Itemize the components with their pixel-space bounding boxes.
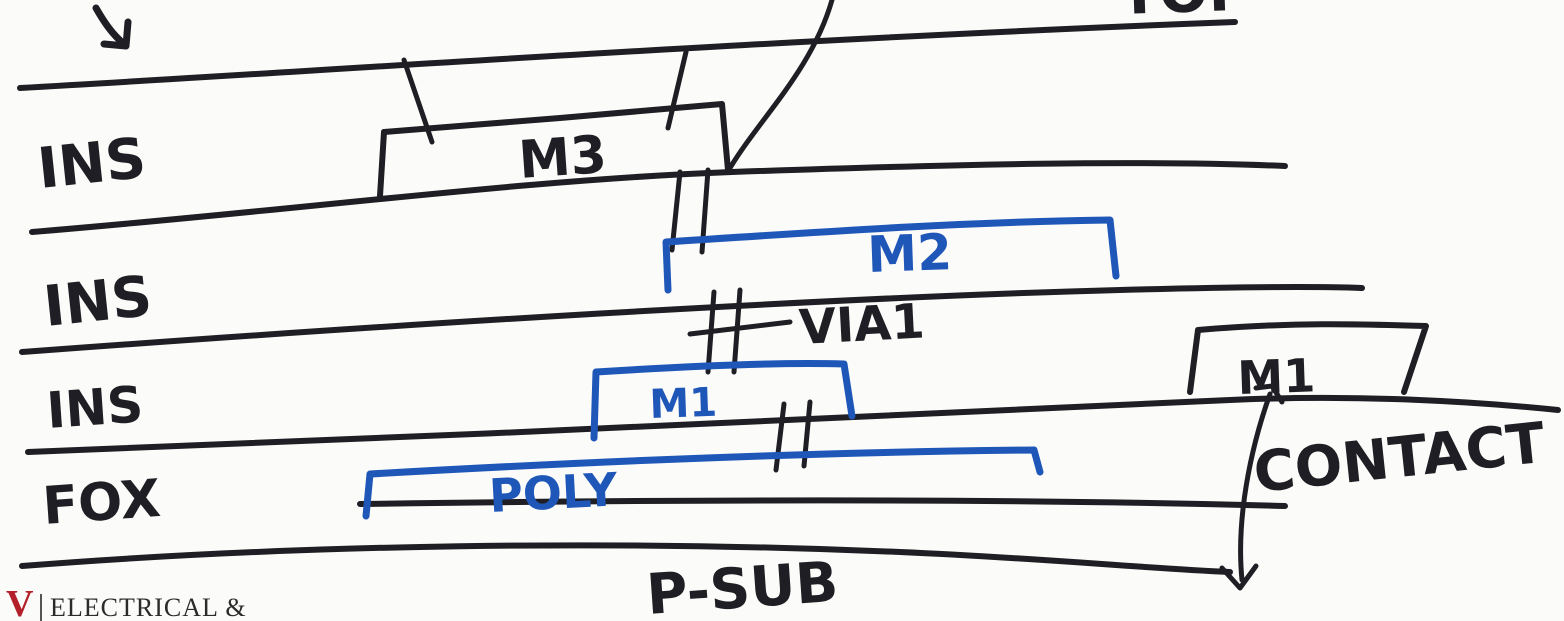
university-logo: V ELECTRICAL & [6,583,247,621]
substrate-label: P-SUB [644,550,840,621]
ins-label-3: INS [45,375,145,440]
top-connection-wire [730,0,832,168]
logo-mark: V [6,583,34,621]
fox-label: FOX [41,469,163,537]
poly-block [366,450,1040,516]
arrow-icon [96,8,128,46]
m3-label: M3 [517,125,609,191]
contact-m1-poly [776,402,810,470]
ins-label-1: INS [35,126,149,202]
m1-left-label: M1 [649,380,718,428]
logo-divider [40,594,42,621]
contact-label: CONTACT [1251,411,1548,506]
poly-label: POLY [488,462,620,523]
ins-label-2: INS [41,264,155,340]
m2-label: M2 [866,223,953,284]
logo-text: ELECTRICAL & [50,593,247,621]
via1-label: VIA1 [798,293,926,355]
